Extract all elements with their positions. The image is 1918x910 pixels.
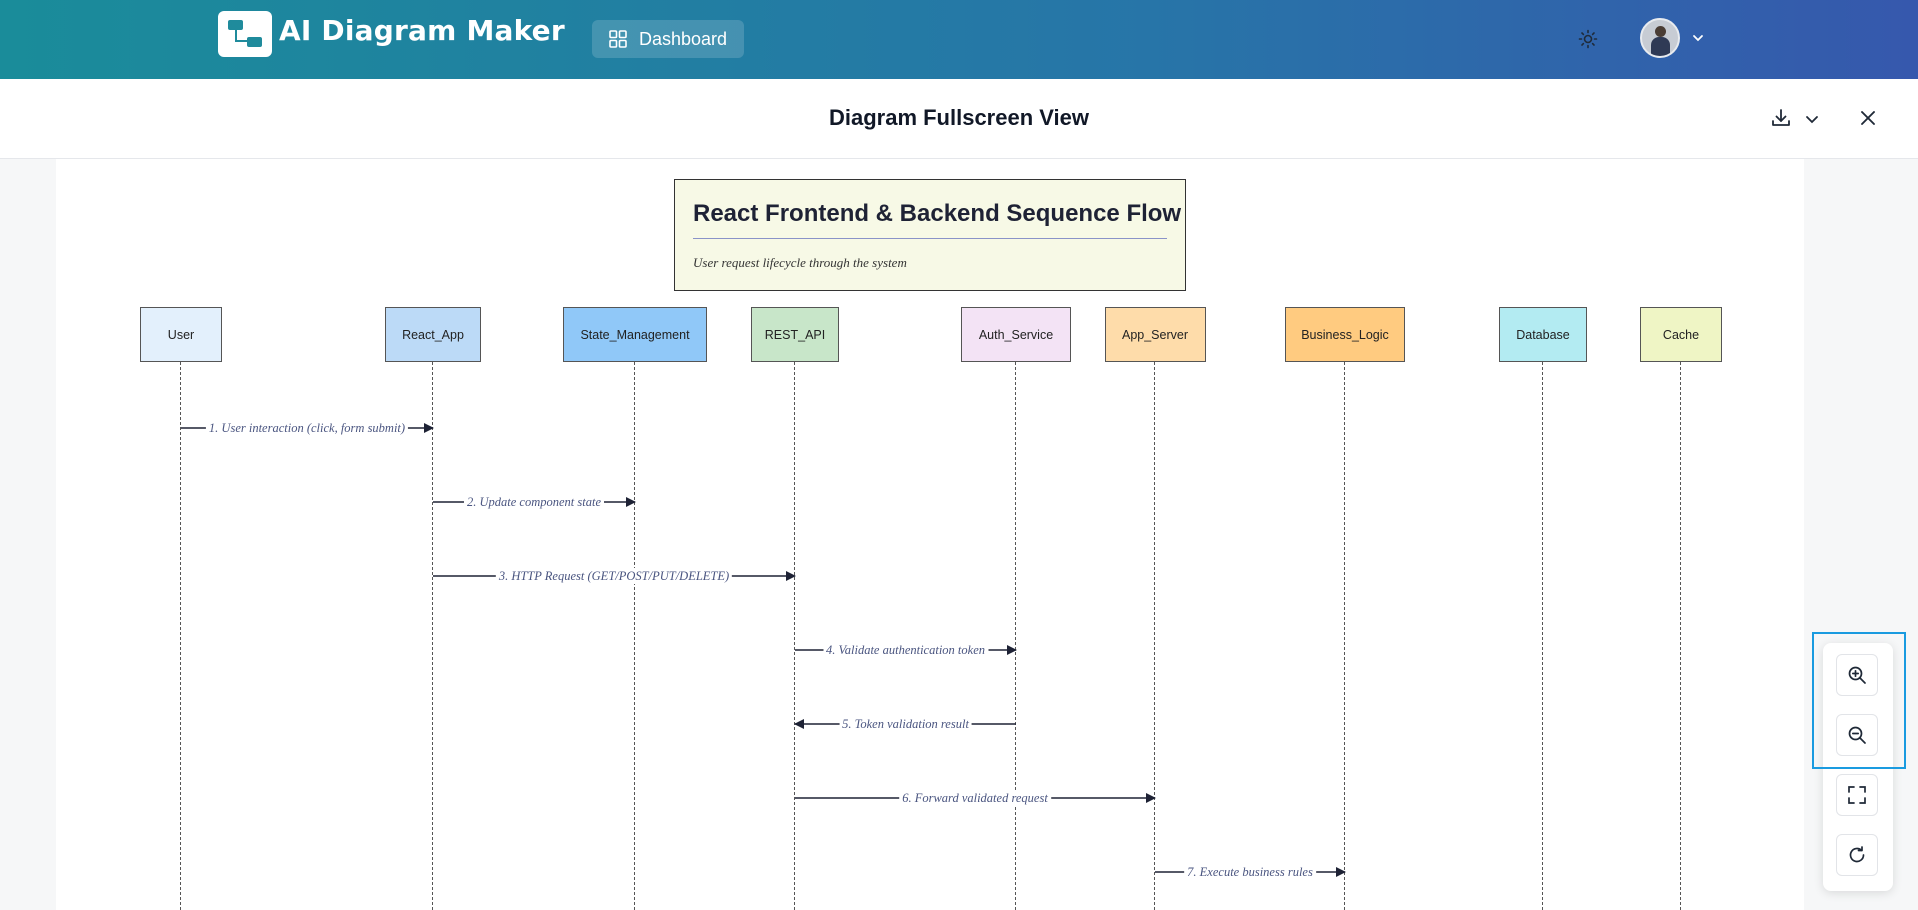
message-label: 5. Token validation result [839, 716, 972, 732]
user-avatar[interactable] [1640, 18, 1680, 58]
download-icon[interactable] [1770, 107, 1792, 129]
dashboard-button[interactable]: Dashboard [592, 20, 744, 58]
lifeline [180, 362, 182, 910]
actor-box: React_App [385, 307, 481, 362]
actor-label: State_Management [580, 327, 690, 342]
message-label: 6. Forward validated request [899, 790, 1051, 806]
diagram-title: React Frontend & Backend Sequence Flow [693, 200, 1182, 227]
actor-box: REST_API [751, 307, 839, 362]
zoom-highlight-frame [1812, 632, 1906, 769]
sun-icon[interactable] [1578, 29, 1598, 49]
actor-label: REST_API [764, 327, 826, 342]
actor-box: State_Management [563, 307, 707, 362]
lifeline [1680, 362, 1682, 910]
actor-box: Auth_Service [961, 307, 1071, 362]
actor-box: Cache [1640, 307, 1722, 362]
chevron-down-icon[interactable] [1691, 31, 1705, 45]
lifeline [1154, 362, 1156, 910]
lifeline [634, 362, 636, 910]
message-label: 1. User interaction (click, form submit) [205, 420, 409, 436]
lifeline [432, 362, 434, 910]
actor-label: Business_Logic [1301, 327, 1389, 342]
actor-box: User [140, 307, 222, 362]
fit-screen-button[interactable] [1836, 774, 1878, 816]
fit-screen-icon [1848, 786, 1866, 804]
reset-view-button[interactable] [1836, 834, 1878, 876]
lifeline [1542, 362, 1544, 910]
page-title: Diagram Fullscreen View [828, 105, 1090, 130]
title-divider [693, 238, 1167, 239]
actor-label: Auth_Service [978, 327, 1054, 342]
lifeline [1344, 362, 1346, 910]
zoom-in-icon [1848, 666, 1866, 684]
fullscreen-header: Diagram Fullscreen View [0, 79, 1918, 159]
actor-label: App_Server [1121, 327, 1188, 342]
actor-box: App_Server [1104, 307, 1206, 362]
actor-label: Database [1516, 327, 1570, 342]
lifeline [794, 362, 796, 910]
dashboard-label: Dashboard [639, 28, 728, 49]
actor-box: Database [1499, 307, 1587, 362]
reset-icon [1849, 846, 1865, 863]
app-logo-icon[interactable] [218, 11, 272, 57]
message-label: 4. Validate authentication token [823, 642, 988, 658]
lifeline [1015, 362, 1017, 910]
chevron-down-icon[interactable] [1804, 111, 1820, 127]
message-label: 3. HTTP Request (GET/POST/PUT/DELETE) [495, 568, 733, 584]
diagram-subtitle: User request lifecycle through the syste… [693, 255, 907, 270]
actor-box: Business_Logic [1285, 307, 1405, 362]
close-icon[interactable] [1858, 108, 1878, 128]
zoom-in-button[interactable] [1836, 654, 1878, 696]
dashboard-grid-icon [609, 30, 627, 48]
top-navbar: AI Diagram Maker Dashboard [0, 0, 1918, 79]
message-label: 2. Update component state [463, 494, 605, 510]
app-title[interactable]: AI Diagram Maker [279, 14, 565, 47]
actor-label: React_App [402, 327, 464, 342]
actor-label: User [167, 327, 195, 342]
zoom-out-button[interactable] [1836, 714, 1878, 756]
actor-label: Cache [1662, 327, 1700, 342]
diagram-title-box: React Frontend & Backend Sequence Flow U… [674, 179, 1186, 291]
zoom-out-icon [1848, 726, 1866, 744]
message-label: 7. Execute business rules [1184, 864, 1316, 880]
